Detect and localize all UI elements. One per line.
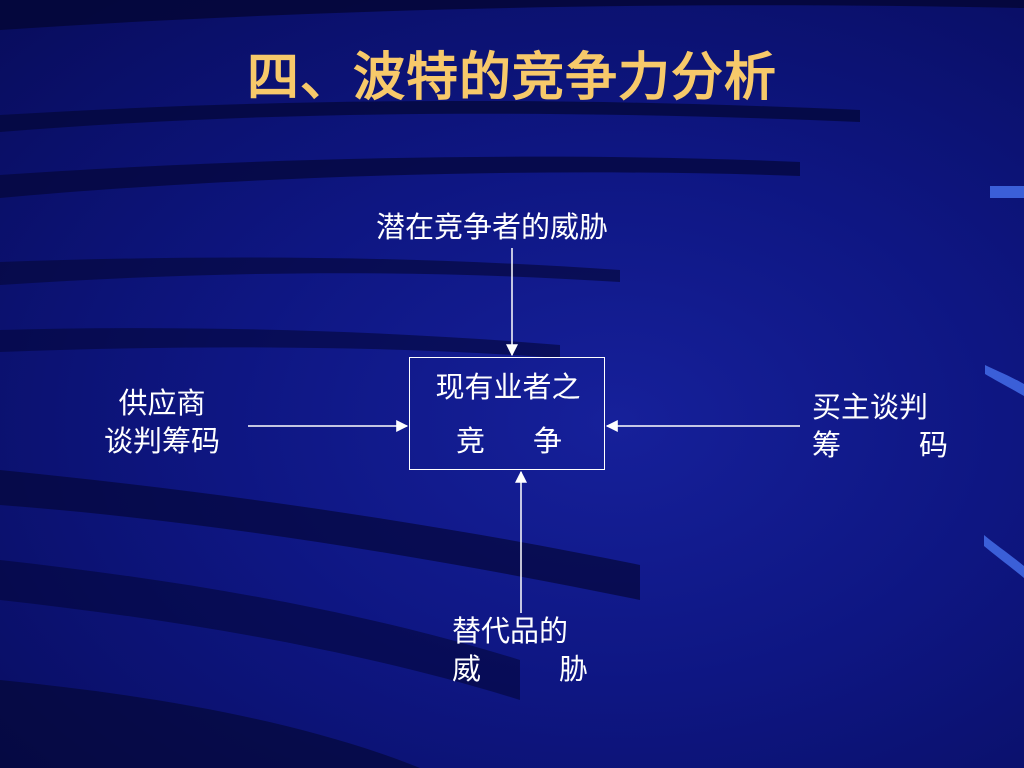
center-char-2: 争 (532, 424, 562, 458)
substitutes-label-line2: 威 胁 (452, 650, 588, 688)
slide-title: 四、波特的竞争力分析 (246, 47, 777, 108)
substitutes-char-1: 威 (452, 652, 482, 686)
existing-competition-box: 现有业者之 竞 争 (409, 357, 605, 470)
buyer-char-1: 筹 (812, 428, 842, 462)
buyer-label-line2: 筹 码 (812, 426, 948, 464)
center-label-line1: 现有业者之 (435, 370, 581, 404)
buyer-bargaining-label: 买主谈判 筹 码 (812, 388, 948, 464)
supplier-label-line1: 供应商 (118, 386, 206, 420)
buyer-char-2: 码 (918, 428, 948, 462)
center-char-1: 竞 (456, 424, 486, 458)
center-label-line2: 竞 争 (456, 422, 562, 460)
substitutes-threat-label: 替代品的 威 胁 (452, 612, 588, 688)
substitutes-char-2: 胁 (558, 652, 588, 686)
substitutes-label-line1: 替代品的 (452, 614, 569, 648)
buyer-label-line1: 买主谈判 (812, 390, 929, 424)
potential-entrants-label: 潜在竞争者的威胁 (376, 210, 609, 244)
supplier-bargaining-label: 供应商 谈判筹码 (92, 384, 232, 460)
supplier-label-line2: 谈判筹码 (103, 424, 220, 458)
